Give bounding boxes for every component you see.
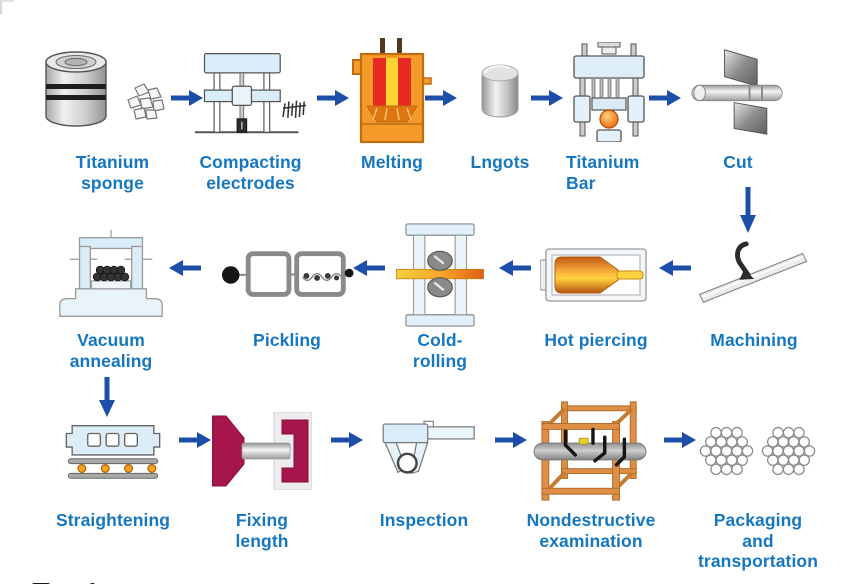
electrode-sticks-icon	[282, 100, 307, 118]
step-fixing-length: Fixing length	[210, 396, 314, 551]
step-label: Inspection	[379, 510, 469, 530]
step-cold-rolling: Cold-rolling	[394, 223, 486, 371]
flow-arrow-right	[530, 89, 564, 112]
flow-arrow-down	[739, 186, 757, 239]
step-label: Cold-rolling	[412, 330, 468, 371]
ndt-test-rig-icon	[533, 401, 647, 501]
step-straightening: Straightening	[56, 396, 170, 531]
step-label: Machining	[710, 330, 798, 350]
step-label: Cut	[723, 152, 753, 172]
pickling-tanks-icon	[221, 251, 354, 297]
flow-arrow-right	[424, 89, 458, 112]
step-label: Fixing length	[235, 510, 289, 551]
step-label: Nondestructive examination	[526, 510, 656, 551]
flow-arrow-right	[663, 431, 697, 454]
titanium-bar-press-icon	[573, 42, 645, 142]
titanium-sponge-icon	[45, 51, 165, 127]
flow-arrow-right	[178, 431, 212, 454]
step-inspection: Inspection	[372, 396, 476, 531]
step-hot-piercing: Hot piercing	[538, 224, 654, 351]
step-label: Straightening	[55, 510, 171, 530]
cropped-content-fragment	[32, 577, 112, 584]
compacting-press-icon	[194, 53, 307, 134]
vacuum-annealing-furnace-icon	[59, 229, 163, 317]
roller-icon	[427, 250, 453, 298]
flow-arrow-left	[168, 259, 202, 282]
machining-lathe-tool-icon	[698, 241, 808, 303]
flow-arrow-right	[648, 89, 682, 112]
step-label: Lngots	[470, 152, 530, 172]
step-label: Vacuum annealing	[69, 330, 153, 371]
step-vacuum-annealing: Vacuum annealing	[52, 224, 170, 371]
fixing-length-icon	[212, 412, 312, 490]
step-titanium-bar: Titanium Bar	[566, 36, 652, 193]
step-label: Hot piercing	[544, 330, 648, 350]
step-label: Compacting electrodes	[199, 152, 302, 193]
step-nondestructive-examination: Nondestructive examination	[527, 396, 655, 551]
ingot-cylinder-icon	[481, 64, 519, 118]
flow-arrow-left	[498, 259, 532, 282]
step-titanium-sponge: Titanium sponge	[40, 36, 185, 193]
step-label: Melting	[361, 152, 423, 172]
flow-arrow-down	[98, 376, 116, 423]
flow-arrow-left	[658, 259, 692, 282]
step-machining: Machining	[694, 224, 814, 351]
caliper-icon	[382, 420, 475, 475]
flow-arrow-right	[494, 431, 528, 454]
straightening-machine-icon	[65, 425, 161, 479]
cold-rolling-mill-icon	[396, 223, 484, 327]
step-packaging-transportation: Packaging and transportation	[696, 396, 820, 572]
step-ingots: Lngots	[462, 36, 538, 173]
flow-arrow-right	[330, 431, 364, 454]
flow-arrow-left	[352, 259, 386, 282]
step-label: Pickling	[253, 330, 321, 350]
step-label: Titanium sponge	[75, 152, 150, 193]
flow-arrow-right	[170, 89, 204, 112]
tube-bundles-icon	[699, 426, 816, 476]
step-cut: Cut	[690, 36, 786, 173]
step-pickling: Pickling	[218, 224, 356, 351]
step-label: Packaging and transportation	[697, 510, 818, 572]
window-corner-artifact	[0, 0, 14, 14]
cut-blade-icon	[691, 49, 783, 135]
step-melting: Melting	[350, 36, 434, 173]
step-label: Titanium Bar	[566, 152, 640, 193]
melting-furnace-icon	[352, 38, 432, 144]
step-compacting-electrodes: Compacting electrodes	[193, 36, 308, 193]
hot-piercing-icon	[540, 248, 647, 302]
flow-arrow-right	[316, 89, 350, 112]
coil-icon	[92, 265, 130, 282]
